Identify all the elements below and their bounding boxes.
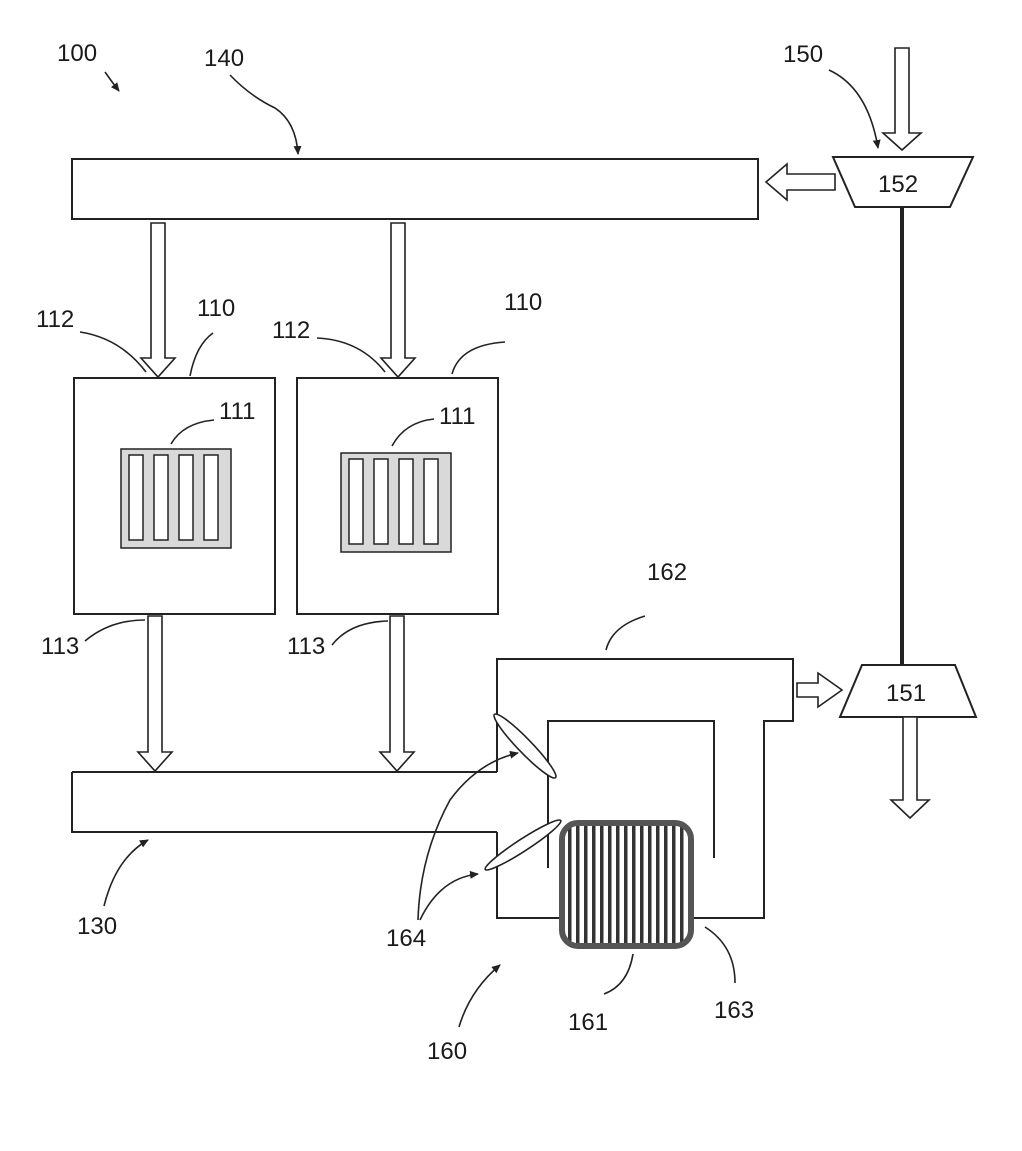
compressor-feed-arrow — [766, 164, 835, 200]
leader-housing — [606, 616, 645, 650]
leader-heat-exchanger-unit — [459, 965, 500, 1027]
label-bypass: 163 — [714, 997, 754, 1024]
label-turbine: 151 — [886, 680, 926, 707]
label-core: 161 — [568, 1009, 608, 1036]
leader-compressor-unit — [829, 70, 878, 148]
label-inlet-right: 112 — [272, 317, 310, 344]
housing-turbine-arrow — [797, 673, 842, 707]
label-compressor: 152 — [878, 171, 918, 198]
leader-valve-lower — [420, 874, 478, 920]
label-stack-right: 111 — [439, 403, 475, 430]
label-outlet-right: 113 — [287, 633, 325, 660]
leader-inlet-left — [80, 332, 146, 372]
leader-inlet-right — [317, 338, 385, 372]
leader-module-right — [452, 342, 505, 374]
label-outlet-left: 113 — [41, 633, 79, 660]
feed-arrow-right — [381, 223, 415, 377]
outlet-arrow-left — [138, 616, 172, 771]
label-inlet-left: 112 — [36, 306, 74, 333]
leader-upper-manifold — [230, 75, 298, 154]
heat-exchanger-core — [562, 823, 691, 946]
leader-core — [604, 954, 633, 994]
label-compressor-unit: 150 — [783, 41, 823, 68]
leader-system — [105, 72, 119, 91]
intake-arrow — [883, 48, 921, 150]
stack-left — [121, 449, 231, 548]
label-heat-exchanger-unit: 160 — [427, 1038, 467, 1065]
outlet-arrow-right — [380, 616, 414, 771]
label-housing: 162 — [647, 559, 687, 586]
label-upper-manifold: 140 — [204, 45, 244, 72]
exhaust-arrow — [891, 717, 929, 818]
stack-right — [341, 453, 451, 552]
leader-outlet-right — [332, 621, 388, 645]
label-valves: 164 — [386, 925, 426, 952]
leader-lower-manifold — [104, 840, 148, 906]
upper-manifold — [72, 159, 758, 219]
leader-module-left — [190, 333, 213, 376]
leader-outlet-left — [85, 620, 145, 641]
label-system: 100 — [57, 40, 97, 67]
lower-manifold — [72, 772, 497, 832]
label-lower-manifold: 130 — [77, 913, 117, 940]
label-module-left: 110 — [197, 295, 235, 322]
leader-bypass — [705, 927, 735, 983]
label-module-right: 110 — [504, 289, 542, 316]
feed-arrow-left — [141, 223, 175, 377]
label-stack-left: 111 — [219, 398, 255, 425]
